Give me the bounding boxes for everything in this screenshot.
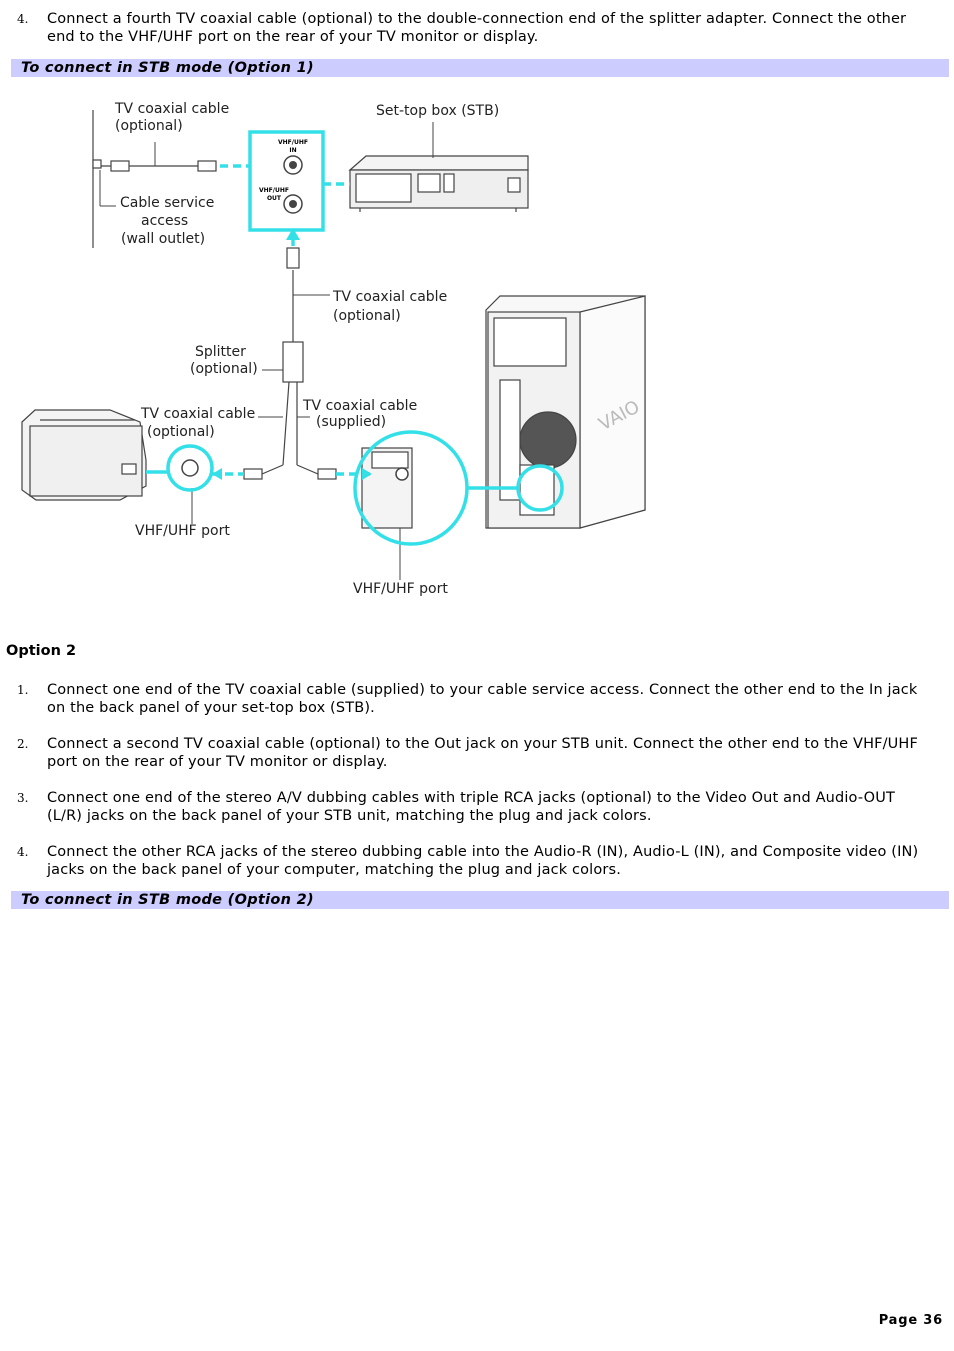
cable-plug-icon [243,468,263,480]
label-vhf-in-sub: IN [289,147,296,154]
option2-heading: Option 2 [6,643,77,659]
step-text: Connect one end of the TV coaxial cable … [47,682,918,716]
step-text: Connect the other RCA jacks of the stere… [47,844,919,878]
section-header-option1: To connect in STB mode (Option 1) [11,59,949,77]
label-splitter-sub: (optional) [190,361,258,377]
label-tv-cable-supplied: TV coaxial cable [302,398,417,414]
step-number: 2. [17,737,29,751]
label-tv-cable-supplied-sub: (supplied) [316,414,386,430]
step-number: 1. [17,683,29,697]
label-vhf-out: VHF/UHF [259,187,289,194]
tv-monitor-icon [21,409,147,501]
label-wall-outlet: (wall outlet) [121,231,205,247]
section-header-option2: To connect in STB mode (Option 2) [11,891,949,909]
label-cable-service-access: access [141,213,188,229]
vhf-port-tv-circle [166,444,214,492]
label-tv-cable-mid: TV coaxial cable [332,289,447,305]
step-number: 4. [17,12,29,26]
label-vhf-port-tv: VHF/UHF port [135,523,230,539]
label-tv-cable-top-sub: (optional) [115,118,183,134]
cable-plug-icon [317,468,337,480]
label-vhf-out-sub: OUT [267,195,282,202]
section-title: To connect in STB mode (Option 1) [21,60,314,76]
step-text: Connect a fourth TV coaxial cable (optio… [47,11,907,45]
label-stb: Set-top box (STB) [376,103,499,119]
pc-panel-zoom [361,447,413,529]
cable-plug-icon [286,247,300,269]
stb-ports [181,155,409,481]
step-number: 4. [17,845,29,859]
label-cable-service: Cable service [120,195,214,211]
label-splitter: Splitter [195,344,246,360]
step-text: Connect one end of the stereo A/V dubbin… [47,790,895,824]
wall-outlet-icon [92,159,102,169]
vhf-port-box [248,130,325,232]
section-title: To connect in STB mode (Option 2) [21,892,314,908]
cable-plug-icon [197,160,217,172]
step-text: Connect a second TV coaxial cable (optio… [47,736,918,770]
set-top-box-icon [348,155,529,212]
cable-plug-icon [110,160,130,172]
label-vhf-port-pc: VHF/UHF port [353,581,448,597]
page-number: Page 36 [878,1313,943,1328]
splitter-icon [282,341,304,383]
label-tv-cable-left: TV coaxial cable [140,406,255,422]
label-tv-cable-top: TV coaxial cable [114,101,229,117]
step-number: 3. [17,791,29,805]
label-vhf-in: VHF/UHF [278,139,308,146]
label-tv-cable-mid-sub: (optional) [333,308,401,324]
connection-diagram: VAIO TV coaxial cable (optional) [21,101,646,597]
label-tv-cable-left-sub: (optional) [147,424,215,440]
